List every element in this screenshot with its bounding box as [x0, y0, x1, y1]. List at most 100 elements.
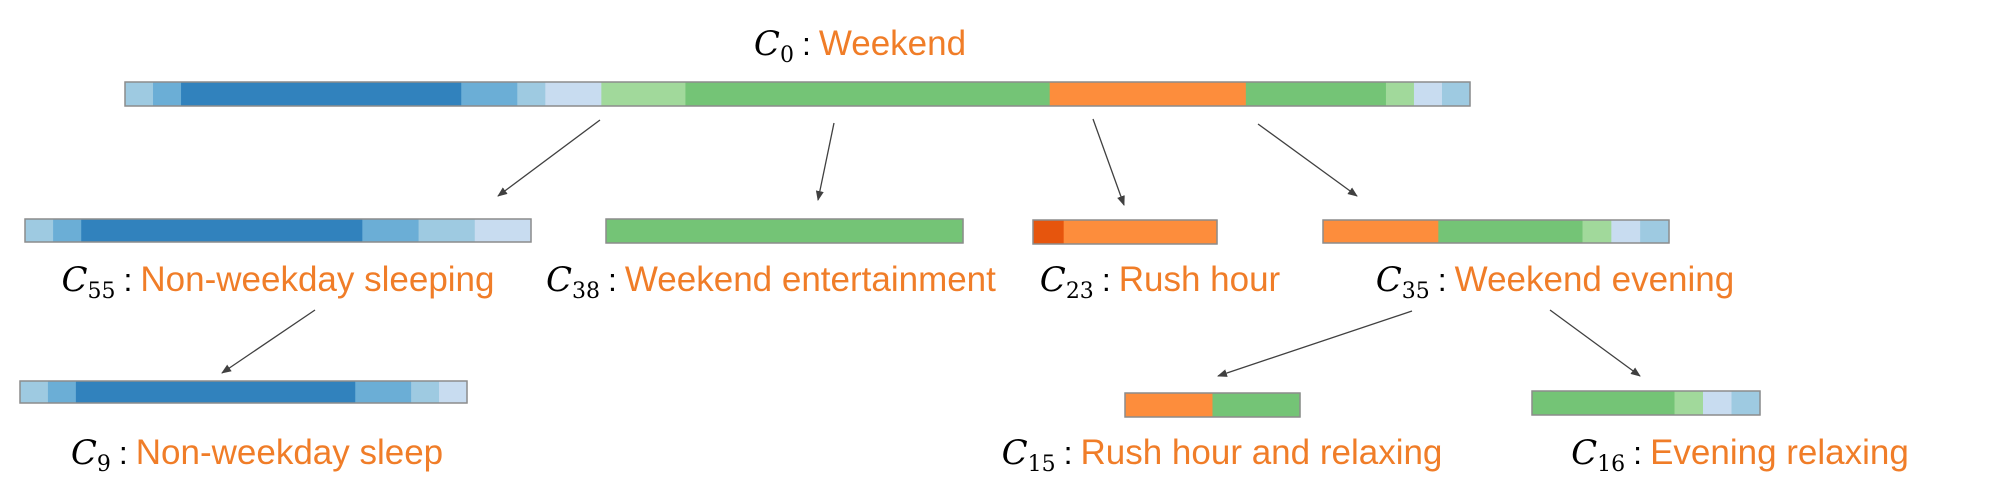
cluster-c0-label: C0:Weekend: [754, 24, 966, 68]
cluster-c0-name: Weekend: [819, 24, 966, 63]
cluster-c35-sub: 35: [1402, 279, 1430, 304]
c0-segment-blue-light: [1413, 82, 1443, 106]
c0-segment-blue-mid: [461, 82, 518, 106]
c9-segment-blue-light: [439, 381, 468, 403]
c0-segment-blue-dark: [181, 82, 462, 106]
c9-segment-blue-pale: [411, 381, 440, 403]
c0-segment-blue-light: [545, 82, 602, 106]
cluster-c55-sub: 55: [88, 279, 116, 304]
c35-segment-orange: [1323, 220, 1439, 243]
c15-bar-border: [1124, 392, 1301, 418]
c23-segment-orange-dark: [1033, 220, 1065, 244]
c0-segment-blue-pale: [125, 82, 154, 106]
c23-bar-border: [1032, 219, 1218, 245]
cluster-c0-var: C: [754, 24, 780, 64]
c0-segment-blue-pale: [517, 82, 546, 106]
c0-segment-green-light: [601, 82, 687, 106]
c35-segment-green-light: [1582, 220, 1612, 243]
c9-segment-blue-pale: [20, 381, 49, 403]
c15-segment-orange: [1125, 393, 1214, 417]
cluster-c16-sub: 16: [1597, 452, 1625, 477]
cluster-c23-bar: [1032, 219, 1218, 245]
cluster-c35-var: C: [1376, 260, 1402, 300]
cluster-c9-bar: [19, 380, 468, 404]
arrow-c0-to-c38: [815, 122, 835, 201]
cluster-c38-sub: 38: [572, 279, 600, 304]
cluster-c16-bar: [1531, 390, 1761, 416]
c55-segment-blue-mid: [362, 219, 420, 242]
cluster-c55-bar: [24, 218, 532, 243]
c16-segment-blue-light: [1703, 391, 1733, 415]
c9-segment-blue-mid: [47, 381, 77, 403]
c15-segment-green: [1212, 393, 1301, 417]
cluster-c23-label: C23:Rush hour: [1040, 260, 1281, 304]
cluster-c55-name: Non-weekday sleeping: [140, 260, 494, 299]
c16-bar-border: [1531, 390, 1761, 416]
c35-segment-blue-pale: [1640, 220, 1670, 243]
cluster-c38-colon: :: [608, 262, 617, 298]
cluster-c35-bar: [1322, 219, 1670, 244]
cluster-c23-name: Rush hour: [1119, 260, 1281, 299]
cluster-c15-name: Rush hour and relaxing: [1081, 433, 1443, 472]
c55-segment-blue-dark: [81, 219, 363, 242]
c23-segment-orange: [1063, 220, 1218, 244]
cluster-c0-bar: [124, 81, 1471, 107]
cluster-c23-var: C: [1040, 260, 1066, 300]
arrow-c0-to-c35: [1257, 123, 1358, 197]
cluster-c15-bar: [1124, 392, 1301, 418]
c55-segment-blue-mid: [53, 219, 82, 242]
c35-bar-border: [1322, 219, 1670, 244]
c0-segment-green: [685, 82, 1051, 106]
cluster-c55-colon: :: [124, 262, 133, 298]
arrow-c55-to-c9: [221, 309, 316, 374]
cluster-c9-colon: :: [119, 435, 128, 471]
cluster-c38-var: C: [546, 260, 572, 300]
c0-bar-border: [124, 81, 1471, 107]
cluster-c15-label: C15:Rush hour and relaxing: [1002, 433, 1443, 477]
cluster-c38-name: Weekend entertainment: [625, 260, 996, 299]
c55-segment-blue-light: [474, 219, 532, 242]
cluster-c9-name: Non-weekday sleep: [136, 433, 443, 472]
c16-segment-green: [1532, 391, 1676, 415]
cluster-c0-colon: :: [802, 26, 811, 62]
cluster-c35-colon: :: [1438, 262, 1447, 298]
c55-segment-blue-pale: [25, 219, 54, 242]
c16-segment-green-light: [1674, 391, 1704, 415]
arrow-c35-to-c16: [1549, 309, 1641, 377]
cluster-c9-label: C9:Non-weekday sleep: [71, 433, 443, 477]
c0-segment-green: [1245, 82, 1387, 106]
c55-segment-blue-pale: [418, 219, 476, 242]
cluster-c0-sub: 0: [780, 43, 794, 68]
cluster-c38-label-clip: C38:Weekend entertainment: [546, 260, 996, 304]
cluster-c55-label: C55:Non-weekday sleeping: [61, 260, 494, 304]
cluster-c15-var: C: [1002, 433, 1028, 473]
c16-segment-blue-pale: [1731, 391, 1761, 415]
c35-segment-green: [1438, 220, 1584, 243]
cluster-c35-name: Weekend evening: [1455, 260, 1735, 299]
c0-segment-orange: [1049, 82, 1247, 106]
cluster-c23-sub: 23: [1066, 279, 1094, 304]
c9-segment-blue-dark: [75, 381, 356, 403]
cluster-c15-sub: 15: [1028, 452, 1056, 477]
c35-segment-blue-light: [1611, 220, 1641, 243]
cluster-c16-var: C: [1571, 433, 1597, 473]
cluster-c9-var: C: [71, 433, 97, 473]
c38-segment-green: [606, 219, 964, 243]
cluster-c15-colon: :: [1064, 435, 1073, 471]
arrow-c35-to-c15: [1217, 310, 1413, 377]
c38-bar-border: [605, 218, 964, 244]
c0-segment-blue-mid: [153, 82, 182, 106]
cluster-c16-label: C16:Evening relaxing: [1571, 433, 1909, 477]
cluster-c23-colon: :: [1102, 262, 1111, 298]
cluster-c55-var: C: [61, 260, 87, 300]
cluster-c16-colon: :: [1633, 435, 1642, 471]
c55-bar-border: [24, 218, 532, 243]
c9-bar-border: [19, 380, 468, 404]
cluster-c35-label: C35:Weekend evening: [1376, 260, 1734, 304]
c0-segment-green-light: [1385, 82, 1415, 106]
cluster-c38-bar: [605, 218, 964, 244]
cluster-c9-sub: 9: [97, 452, 111, 477]
cluster-c16-name: Evening relaxing: [1650, 433, 1909, 472]
c9-segment-blue-mid: [355, 381, 412, 403]
